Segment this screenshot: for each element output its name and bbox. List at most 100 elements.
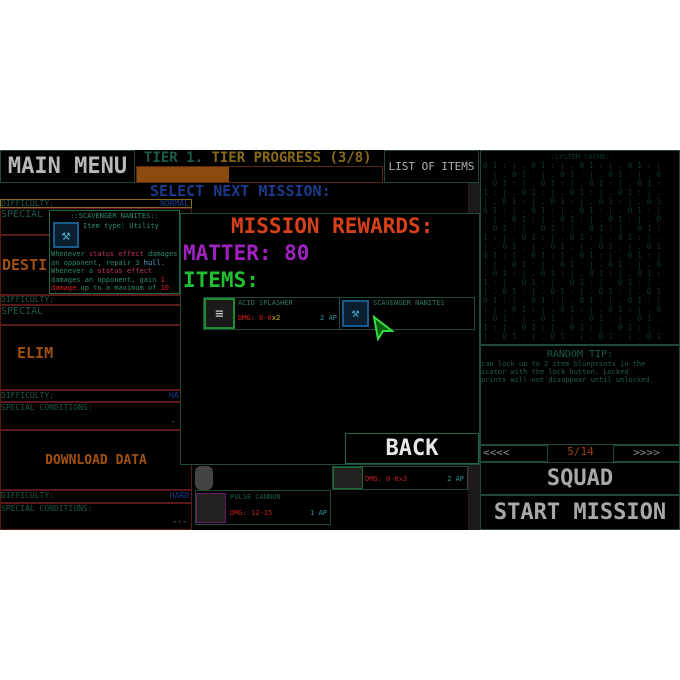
tooltip-line: Whenever status effect damages xyxy=(51,250,177,259)
tooltip-text: damages an opponent, gain xyxy=(51,275,161,284)
mission-3-difficulty: DIFFICULTY: HA xyxy=(0,390,192,402)
back-label: BACK xyxy=(385,436,439,461)
items-label: ITEMS: xyxy=(183,268,259,292)
game-screen: MAIN MENU TIER 1. TIER PROGRESS (3/8) LI… xyxy=(0,150,680,530)
tooltip-text: damages xyxy=(143,250,178,258)
tooltip-text: up to a maximum of xyxy=(76,284,161,292)
tooltip-text: 1 xyxy=(160,275,165,284)
mission-rewards-modal: MISSION REWARDS: MATTER: 80 ITEMS: ≡ ACI… xyxy=(180,213,480,465)
tier-title: TIER 1. TIER PROGRESS (3/8) xyxy=(144,150,372,166)
tip-prev-button[interactable]: <<<< xyxy=(480,445,548,462)
mission-title: ELIM xyxy=(17,344,54,362)
tooltip-title: ::SCAVENGER NANITES:: xyxy=(70,212,159,220)
main-menu-label: MAIN MENU xyxy=(7,154,128,179)
tier-progress-bar xyxy=(136,166,383,183)
tier-label: TIER 1. xyxy=(144,150,204,166)
dmg-value: 12-15 xyxy=(251,509,273,517)
code-rain: 0 1 : | . 0 1 : | . 0 1 : | . 0 1 : | : … xyxy=(483,161,662,341)
tooltip-text: Whenever a xyxy=(51,267,98,275)
tier-progress-label: TIER PROGRESS (3/8) xyxy=(211,150,372,166)
select-mission-heading: SELECT NEXT MISSION: xyxy=(150,182,331,200)
difficulty-value: NORMAL xyxy=(160,199,189,208)
cursor-arrow-icon xyxy=(372,315,394,341)
mission-4-special: SPECIAL CONDITIONS: --- xyxy=(0,503,192,530)
tooltip-text: damage xyxy=(51,284,77,292)
reward-item-acid-splasher[interactable]: ≡ ACID SPLASHER DMG: 0-0x2 2 AP xyxy=(203,297,340,330)
tip-page-counter: 5/14 xyxy=(567,445,594,458)
tooltip-text: . xyxy=(169,284,174,292)
mission-3-special: SPECIAL CONDITIONS: - xyxy=(0,402,192,430)
dmg-label: DMG: xyxy=(365,475,382,483)
start-mission-button[interactable]: START MISSION xyxy=(480,495,680,530)
dmg-value: 0-0 xyxy=(259,314,272,322)
special-value: - xyxy=(171,417,176,426)
code-rain-panel: ::SYSTEM CACHE:: 0 1 : | . 0 1 : | . 0 1… xyxy=(480,150,680,345)
tip-title: RANDOM TIP: xyxy=(546,349,614,360)
list-of-items-button[interactable]: LIST OF ITEMS xyxy=(384,150,479,183)
tip-next-button[interactable]: >>>> xyxy=(613,445,680,462)
ap-cost: 2 AP xyxy=(447,475,464,483)
mission-1-difficulty: DIFFICULTY: NORMAL xyxy=(0,199,192,208)
tooltip-text: 3 xyxy=(135,258,140,267)
special-value: --- xyxy=(172,517,187,526)
random-tip-panel: RANDOM TIP: can lock up to 2 item bluepr… xyxy=(480,345,680,445)
mission-4-difficulty: DIFFICULTY: HARD xyxy=(0,490,192,503)
tip-line: prints will not disappear until unlocked… xyxy=(481,376,654,384)
difficulty-value: HARD xyxy=(169,491,189,500)
dmg-value: 0-0 xyxy=(386,475,399,483)
tooltip-item-type: Item type: Utility xyxy=(83,222,159,230)
tooltip-text: Whenever xyxy=(51,250,89,258)
list-of-items-label: LIST OF ITEMS xyxy=(388,160,475,173)
ap-cost: 1 AP xyxy=(310,509,327,517)
next-label: >>>> xyxy=(633,446,660,459)
dmg-label: DMG: xyxy=(230,509,247,517)
squad-label: SQUAD xyxy=(546,466,614,491)
tooltip-text: an opponent, repair xyxy=(51,258,136,267)
special-label: SPECIAL xyxy=(1,306,44,317)
special-label: SPECIAL CONDITIONS: xyxy=(1,504,93,513)
tooltip-line: damages an opponent, gain 1 xyxy=(51,276,177,285)
acid-splasher-icon: ≡ xyxy=(204,298,235,329)
tooltip-line: damage up to a maximum of 10. xyxy=(51,284,177,293)
item-name: ACID SPLASHER xyxy=(238,299,293,307)
mission-2-special: SPECIAL xyxy=(0,305,192,325)
main-menu-button[interactable]: MAIN MENU xyxy=(0,150,135,183)
mission-card-elim[interactable]: ELIM xyxy=(0,325,192,390)
special-label: SPECIAL xyxy=(1,209,44,220)
reward-item-scavenger-nanites[interactable]: ⚒ SCAVENGER NANITES xyxy=(339,297,475,330)
dmg-mult: x3 xyxy=(398,475,408,483)
difficulty-label: DIFFICULTY: xyxy=(1,295,54,304)
ap-cost: 2 AP xyxy=(320,314,337,322)
difficulty-label: DIFFICULTY: xyxy=(1,391,54,400)
prev-label: <<<< xyxy=(483,446,510,459)
mission-title: DESTI xyxy=(2,256,48,274)
mission-card-download-data[interactable]: DOWNLOAD DATA xyxy=(0,430,192,490)
difficulty-label: DIFFICULTY: xyxy=(1,199,54,208)
mission-title: DOWNLOAD DATA xyxy=(45,452,147,468)
tip-line: can lock up to 2 item blueprints in the xyxy=(481,360,646,368)
mission-2-difficulty: DIFFICULTY: xyxy=(0,295,192,305)
dmg-label: DMG: xyxy=(238,314,255,322)
back-button[interactable]: BACK xyxy=(345,433,479,464)
start-mission-label: START MISSION xyxy=(493,500,667,525)
squad-button[interactable]: SQUAD xyxy=(480,462,680,495)
tier-progress-fill xyxy=(137,167,229,182)
tooltip-text: status effect xyxy=(97,267,153,275)
background-item-card[interactable]: DMG: 0-0x3 2 AP xyxy=(332,466,468,490)
pulse-cannon-icon xyxy=(196,493,226,523)
modal-title: MISSION REWARDS: xyxy=(231,214,434,238)
code-title: ::SYSTEM CACHE:: xyxy=(546,153,614,161)
item-name: PULSE CANNON xyxy=(230,493,281,501)
dmg-mult: x2 xyxy=(271,314,281,322)
item-name: SCAVENGER NANITES xyxy=(373,299,445,307)
item-icon xyxy=(333,467,363,489)
background-item-card-pulse-cannon[interactable]: PULSE CANNON DMG: 12-15 1 AP xyxy=(195,490,331,525)
difficulty-value: HA xyxy=(169,391,179,400)
tooltip-text: hull xyxy=(139,258,161,267)
difficulty-label: DIFFICULTY: xyxy=(1,491,54,500)
item-tooltip: ::SCAVENGER NANITES:: ⚒ Item type: Utili… xyxy=(49,210,180,294)
wrench-icon: ⚒ xyxy=(53,222,79,248)
tooltip-text: . xyxy=(160,258,165,267)
special-label: SPECIAL CONDITIONS: xyxy=(1,403,93,412)
